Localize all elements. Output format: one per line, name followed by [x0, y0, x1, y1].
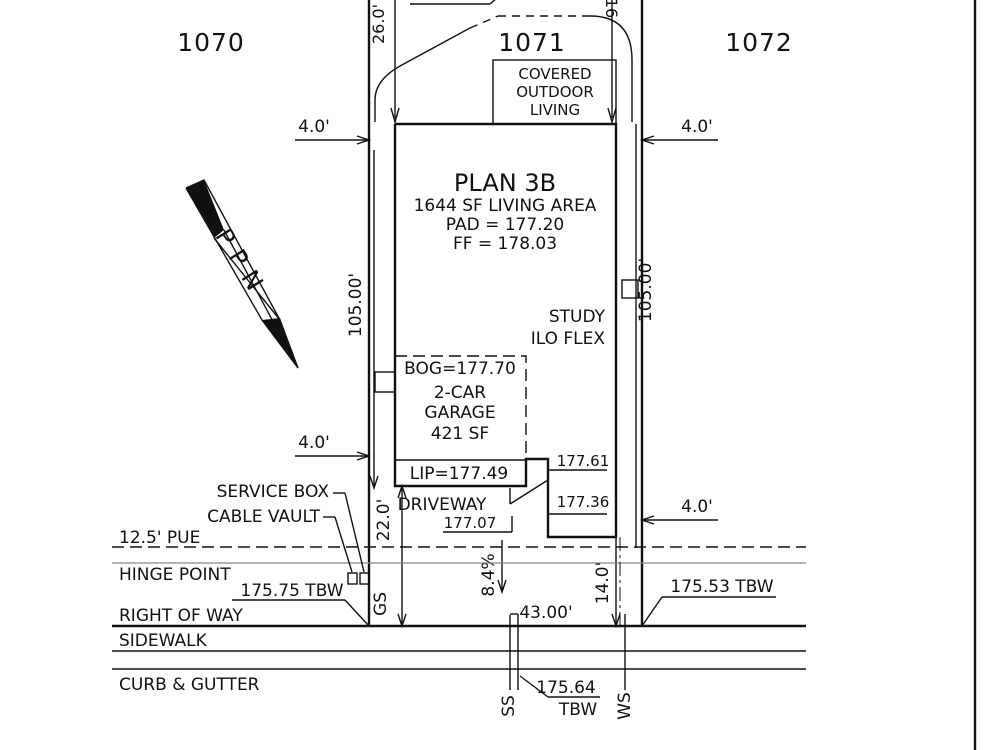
side-setback-right-lower-label: 4.0'	[681, 497, 713, 517]
service-box-icon	[347, 572, 370, 585]
driveway-details	[443, 469, 607, 533]
driveway-elevation: 177.07	[444, 514, 497, 532]
side-setback-right-lower	[639, 515, 718, 525]
side-setback-left-upper	[295, 135, 372, 145]
living-area: 1644 SF LIVING AREA	[414, 196, 597, 216]
garage-label-line1: 2-CAR	[434, 383, 486, 403]
driveway-slope-arrow	[497, 540, 507, 595]
garage-lip: LIP=177.49	[410, 464, 508, 484]
pad-elevation: PAD = 177.20	[446, 215, 564, 235]
top-right-dimension-label: 16	[602, 0, 621, 18]
garage-label-line2: GARAGE	[424, 403, 495, 423]
tbw-left-leader	[232, 599, 370, 627]
depth-right-label: 105.00'	[636, 258, 656, 322]
tbw-right-leader	[641, 596, 776, 627]
water-service-label: WS	[615, 692, 635, 720]
side-setback-left-upper-label: 4.0'	[298, 117, 330, 137]
lot-number-left: 1070	[177, 28, 245, 57]
street-lines	[112, 546, 806, 670]
side-setback-left-lower	[295, 451, 372, 461]
cable-vault-label: CABLE VAULT	[207, 507, 321, 527]
driveway-slope-label: 8.4%	[479, 553, 499, 596]
side-setback-left-lower-label: 4.0'	[298, 433, 330, 453]
utility-leaders	[323, 492, 365, 573]
front-right-dimension	[611, 537, 621, 629]
pue-label: 12.5' PUE	[119, 528, 200, 548]
front-setback-label: 22.0'	[374, 499, 394, 542]
hinge-point-label: HINGE POINT	[119, 565, 231, 585]
elevation-177-61: 177.61	[557, 452, 610, 470]
depth-dimension-left	[369, 150, 379, 491]
lot-number-right: 1072	[725, 28, 793, 57]
house-footprint	[374, 122, 639, 539]
sewer-service-line	[509, 613, 519, 690]
north-arrow-letters: PPN	[210, 224, 274, 304]
garage-outline	[395, 355, 527, 461]
driveway-label: DRIVEWAY	[398, 495, 487, 515]
lot-lines	[367, 0, 644, 626]
elevation-177-36: 177.36	[557, 493, 610, 511]
frontage-label: 43.00'	[519, 603, 572, 623]
patio-label-line2: OUTDOOR	[516, 83, 594, 101]
tbw-bottom-unit: TBW	[558, 700, 597, 720]
tbw-right-label: 175.53 TBW	[670, 577, 773, 597]
rear-setback-label: 26.0'	[369, 4, 388, 44]
depth-left-label: 105.00'	[346, 273, 366, 337]
garage-bog: BOG=177.70	[404, 359, 516, 379]
study-label: STUDY	[549, 307, 606, 327]
sewer-service-label: SS	[499, 695, 519, 717]
study-ilo-flex-label: ILO FLEX	[531, 329, 606, 349]
curb-gutter-label: CURB & GUTTER	[119, 675, 260, 695]
tbw-bottom-leader	[519, 675, 600, 698]
finished-floor: FF = 178.03	[453, 234, 557, 254]
rear-setback-dimension	[374, 0, 633, 125]
patio-label-line1: COVERED	[518, 65, 591, 83]
tbw-bottom-elevation: 175.64	[536, 678, 595, 698]
front-right-label: 14.0'	[593, 562, 613, 605]
garage-area: 421 SF	[431, 424, 489, 444]
gas-service-label: GS	[371, 592, 391, 616]
service-box-label: SERVICE BOX	[217, 482, 330, 502]
patio-label-line3: LIVING	[530, 101, 580, 119]
lot-number-center: 1071	[498, 28, 566, 57]
side-setback-right-upper-label: 4.0'	[681, 117, 713, 137]
right-of-way-label: RIGHT OF WAY	[119, 606, 243, 626]
sidewalk-label: SIDEWALK	[119, 631, 208, 651]
water-service-line	[619, 537, 626, 690]
side-setback-right-upper	[639, 135, 718, 145]
plan-name: PLAN 3B	[454, 169, 556, 197]
tbw-left-label: 175.75 TBW	[240, 581, 343, 601]
north-arrow-icon	[185, 179, 299, 369]
